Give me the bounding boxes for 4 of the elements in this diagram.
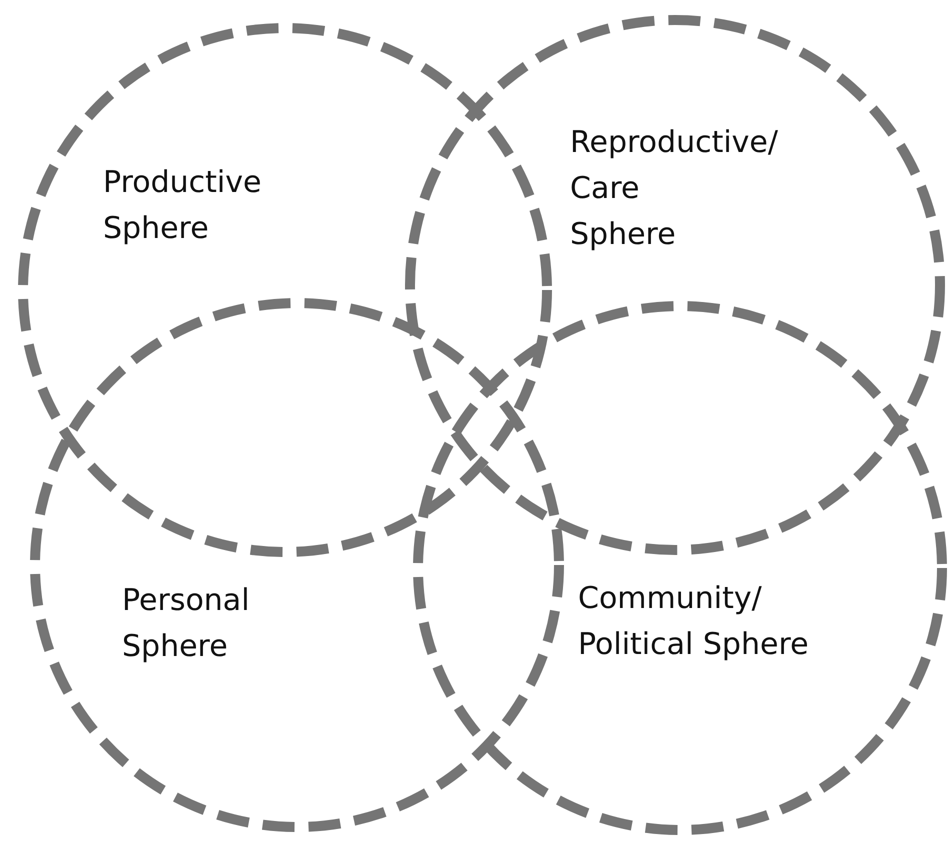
sphere-label: Community/ Political Sphere <box>578 580 810 664</box>
sphere-label: Productive Sphere <box>103 164 262 248</box>
sphere-label: Personal Sphere <box>122 582 250 666</box>
sphere-label: Reproductive/ Care Sphere <box>570 124 778 254</box>
